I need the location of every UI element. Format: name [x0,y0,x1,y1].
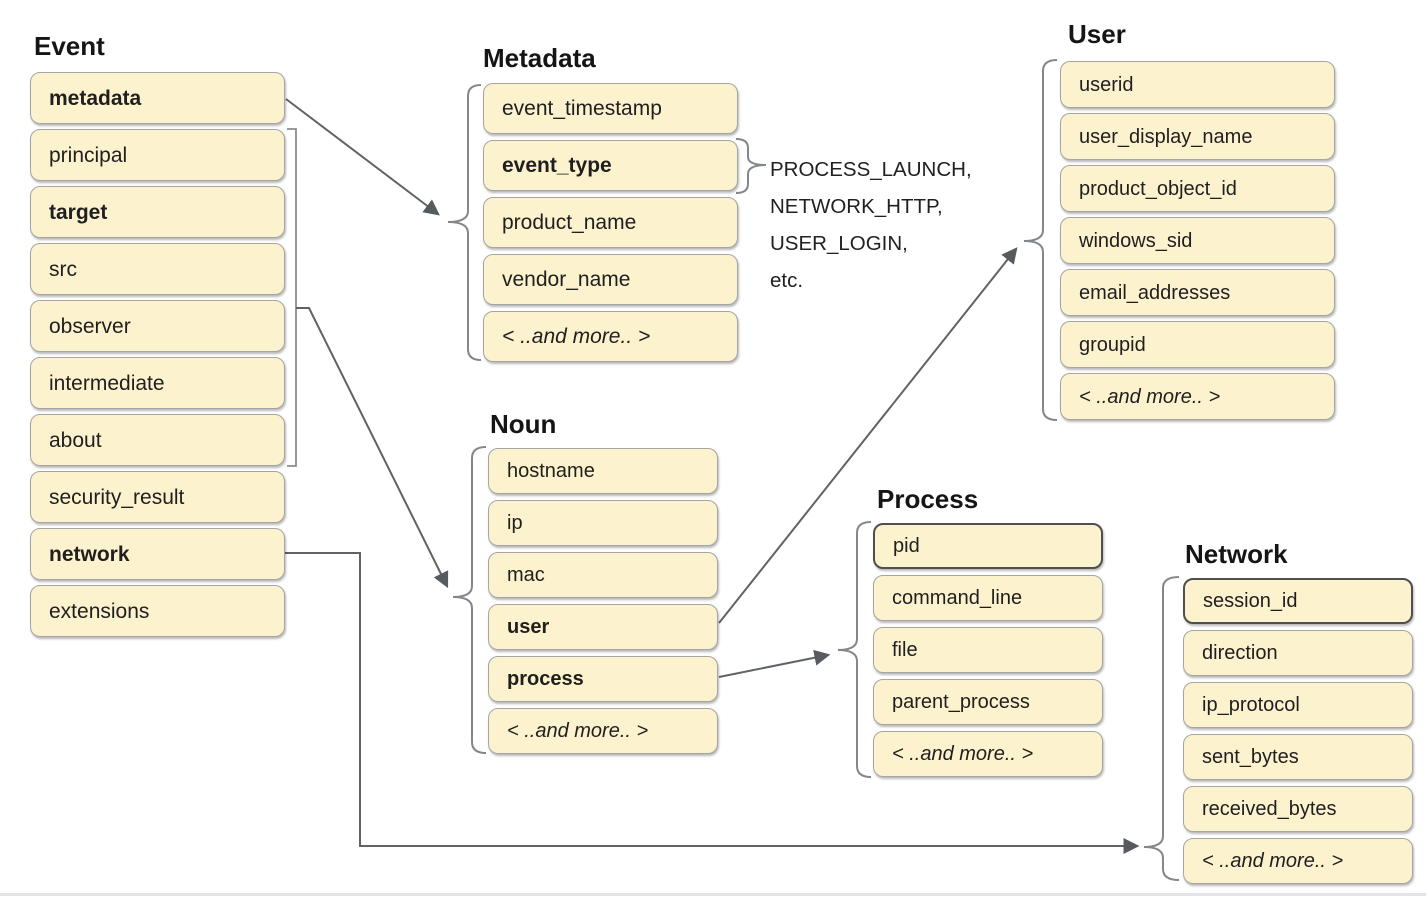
field-ip-protocol: ip_protocol [1183,682,1413,728]
field-about: about [30,414,285,466]
noun-group-title: Noun [490,409,557,439]
field-process: process [488,656,718,702]
network-group-title: Network [1185,539,1288,569]
field-groupid: groupid [1060,321,1335,368]
enum-value: NETWORK_HTTP, [770,195,943,218]
network-group-brace [1143,576,1180,881]
field-pid: pid [873,523,1103,569]
field-email-addresses: email_addresses [1060,269,1335,316]
field-user-display-name: user_display_name [1060,113,1335,160]
field-network: network [30,528,285,580]
arrow-process-to-process-group [718,649,831,678]
field-observer: observer [30,300,285,352]
arrow-metadata-to-metadata-group [285,98,440,216]
field-received-bytes: received_bytes [1183,786,1413,832]
event-group-title: Event [34,31,105,61]
field-file: file [873,627,1103,673]
field-metadata: metadata [30,72,285,124]
field-intermediate: intermediate [30,357,285,409]
field-hostname: hostname [488,448,718,494]
process-group-brace [837,521,872,778]
enum-value: PROCESS_LAUNCH, [770,158,972,181]
enum-value: etc. [770,269,804,292]
field-userid: userid [1060,61,1335,108]
user-group-title: User [1068,19,1126,49]
process-group: Process pid command_line file parent_pro… [873,483,1103,783]
field-user-and-more: < ..and more.. > [1060,373,1335,420]
field-parent-process: parent_process [873,679,1103,725]
field-ip: ip [488,500,718,546]
network-group: Network session_id direction ip_protocol… [1183,538,1413,890]
field-event-type: event_type [483,140,738,191]
event-noun-fields-bracket [287,128,297,467]
field-target: target [30,186,285,238]
noun-group-brace [452,446,487,754]
field-extensions: extensions [30,585,285,637]
event-type-enum-values: PROCESS_LAUNCH, NETWORK_HTTP, USER_LOGIN… [770,151,972,299]
user-group-brace [1023,59,1058,421]
field-src: src [30,243,285,295]
field-event-timestamp: event_timestamp [483,83,738,134]
field-sent-bytes: sent_bytes [1183,734,1413,780]
metadata-group-brace [447,84,482,361]
field-direction: direction [1183,630,1413,676]
enum-value: USER_LOGIN, [770,232,908,255]
field-windows-sid: windows_sid [1060,217,1335,264]
field-security-result: security_result [30,471,285,523]
field-vendor-name: vendor_name [483,254,738,305]
field-user: user [488,604,718,650]
field-command-line: command_line [873,575,1103,621]
bottom-divider [0,893,1426,896]
field-principal: principal [30,129,285,181]
arrow-bracket-to-noun-group [296,307,449,589]
field-noun-and-more: < ..and more.. > [488,708,718,754]
event-group: Event metadata principal target src obse… [30,30,285,642]
field-mac: mac [488,552,718,598]
field-network-and-more: < ..and more.. > [1183,838,1413,884]
process-group-title: Process [877,484,979,514]
field-product-object-id: product_object_id [1060,165,1335,212]
field-metadata-and-more: < ..and more.. > [483,311,738,362]
user-group: User userid user_display_name product_ob… [1060,18,1335,425]
field-process-and-more: < ..and more.. > [873,731,1103,777]
field-product-name: product_name [483,197,738,248]
metadata-group-title: Metadata [483,43,596,73]
field-session-id: session_id [1183,578,1413,624]
event-type-enum-brace [735,138,767,194]
noun-group: Noun hostname ip mac user process < ..an… [488,408,718,760]
metadata-group: Metadata event_timestamp event_type prod… [483,42,738,368]
